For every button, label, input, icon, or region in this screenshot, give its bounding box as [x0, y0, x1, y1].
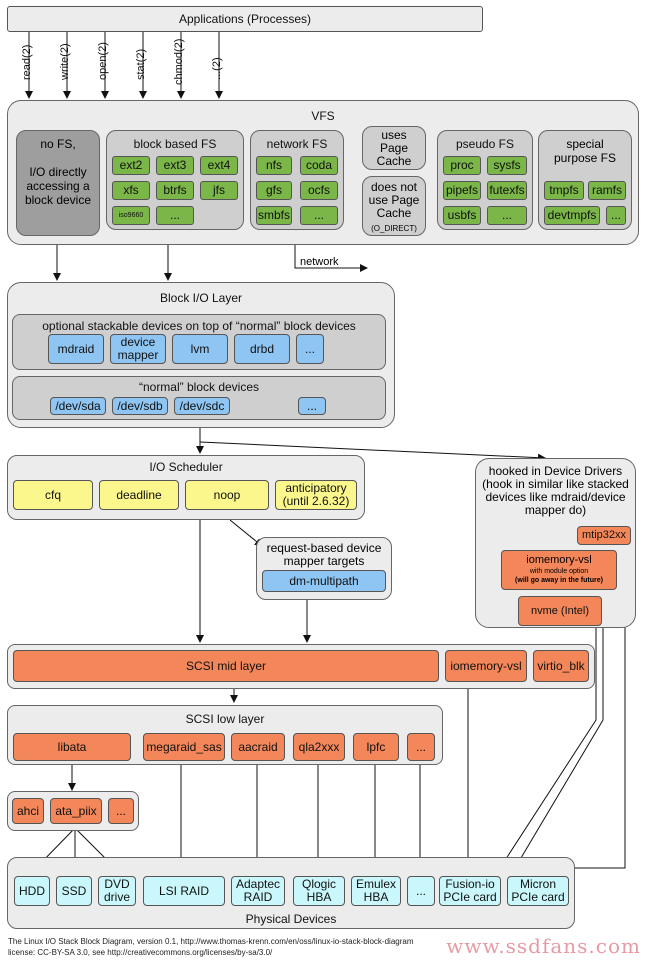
stackable-title: optional stackable devices on top of “no…	[42, 319, 356, 333]
driver-iomemory-note: with module option	[529, 568, 589, 575]
driver-nvme: nvme (Intel)	[518, 596, 602, 626]
phys-emulex-hba: Emulex HBA	[351, 876, 401, 906]
fs-tmpfs: tmpfs	[544, 181, 584, 200]
dev-normal-more: ...	[298, 397, 326, 415]
fs-network-more: ...	[300, 206, 338, 225]
phys-ssd: SSD	[56, 876, 92, 906]
driver-lpfc: lpfc	[353, 733, 399, 761]
driver-ata-more: ...	[108, 798, 134, 824]
phys-fusion-io: Fusion-io PCIe card	[439, 876, 501, 906]
device-drivers-title: hooked in Device Drivers (hook in simila…	[482, 464, 629, 517]
fs-smbfs: smbfs	[256, 206, 292, 225]
block-fs-title: block based FS	[133, 137, 217, 151]
fs-futexfs: futexfs	[487, 181, 527, 200]
network-fs-title: network FS	[266, 137, 328, 151]
dev-lvm: lvm	[172, 334, 228, 364]
driver-scsi-low-more: ...	[407, 733, 435, 761]
fs-special-more: ...	[606, 206, 626, 225]
watermark: www.ssdfans.com	[446, 934, 641, 958]
driver-mtip32xx: mtip32xx	[577, 526, 631, 545]
no-fs-panel: no FS, I/O directly accessing a block de…	[16, 130, 100, 236]
fs-nfs: nfs	[256, 156, 292, 175]
pseudo-fs-title: pseudo FS	[455, 137, 515, 151]
no-page-cache-label: does not use Page Cache	[368, 180, 420, 220]
syscall-chmod: chmod(2)	[173, 38, 185, 85]
syscall-write: write(2)	[59, 43, 71, 80]
driver-ata-piix: ata_piix	[50, 798, 102, 824]
driver-aacraid: aacraid	[231, 733, 285, 761]
sched-anticipatory: anticipatory (until 2.6.32)	[275, 480, 357, 510]
driver-iomemory-vsl: iomemory-vsl with module option (will go…	[501, 550, 617, 590]
footer-credit: The Linux I/O Stack Block Diagram, versi…	[8, 937, 414, 946]
sched-cfq: cfq	[13, 480, 93, 510]
driver-iomemory-label: iomemory-vsl	[526, 554, 592, 566]
dev-mdraid: mdraid	[48, 334, 104, 364]
fs-devtmpfs: devtmpfs	[544, 206, 600, 225]
applications-box: Applications (Processes)	[7, 6, 483, 32]
network-label: network	[300, 256, 339, 268]
dm-targets-title: request-based device mapper targets	[266, 541, 382, 568]
fs-xfs: xfs	[112, 181, 150, 200]
sched-deadline: deadline	[99, 480, 179, 510]
scsi-mid-layer: SCSI mid layer	[13, 650, 439, 682]
fs-ext4: ext4	[200, 156, 238, 175]
syscall-read: read(2)	[21, 44, 33, 80]
special-fs-title: special purpose FS	[553, 137, 617, 165]
dev-sdb: /dev/sdb	[112, 397, 168, 415]
driver-qla2xxx: qla2xxx	[293, 733, 345, 761]
fs-sysfs: sysfs	[487, 156, 527, 175]
syscall-stat: stat(2)	[135, 48, 147, 80]
block-io-title: Block I/O Layer	[159, 291, 243, 305]
vfs-title: VFS	[311, 109, 335, 123]
phys-dvd-drive: DVD drive	[98, 876, 136, 906]
fs-ocfs: ocfs	[300, 181, 338, 200]
phys-lsi-raid: LSI RAID	[143, 876, 225, 906]
driver-libata: libata	[13, 733, 131, 761]
fs-iso9660: iso9660	[112, 206, 150, 225]
normal-devices-title: “normal” block devices	[138, 380, 260, 394]
applications-label: Applications (Processes)	[178, 11, 312, 26]
fs-usbfs: usbfs	[443, 206, 481, 225]
phys-qlogic-hba: Qlogic HBA	[293, 876, 345, 906]
dm-multipath: dm-multipath	[262, 570, 386, 592]
fs-ext3: ext3	[156, 156, 194, 175]
phys-adaptec-raid: Adaptec RAID	[231, 876, 285, 906]
no-page-cache-panel: does not use Page Cache (O_DIRECT)	[362, 176, 426, 236]
scsi-mid-iomemory-vsl: iomemory-vsl	[445, 650, 527, 682]
footer-license: license: CC-BY-SA 3.0, see http://creati…	[8, 948, 273, 957]
fs-gfs: gfs	[256, 181, 292, 200]
driver-ahci: ahci	[12, 798, 44, 824]
dev-stackable-more: ...	[296, 334, 324, 364]
fs-pipefs: pipefs	[443, 181, 481, 200]
physical-devices-title: Physical Devices	[245, 912, 337, 926]
scsi-low-title: SCSI low layer	[185, 712, 265, 726]
fs-pseudo-more: ...	[487, 206, 527, 225]
dev-drbd: drbd	[234, 334, 290, 364]
fs-block-more: ...	[156, 206, 194, 225]
sched-noop: noop	[185, 480, 269, 510]
no-fs-desc: I/O directly accessing a block device	[24, 165, 92, 207]
fs-jfs: jfs	[200, 181, 238, 200]
phys-hdd: HDD	[14, 876, 50, 906]
uses-page-cache: uses Page Cache	[362, 126, 426, 170]
syscall-open: open(2)	[97, 42, 109, 80]
dev-device-mapper: device mapper	[110, 334, 166, 364]
phys-micron: Micron PCIe card	[507, 876, 569, 906]
scsi-mid-virtio-blk: virtio_blk	[533, 650, 589, 682]
fs-btrfs: btrfs	[156, 181, 194, 200]
fs-ext2: ext2	[112, 156, 150, 175]
no-fs-title: no FS,	[40, 137, 76, 151]
o-direct-note: (O_DIRECT)	[371, 224, 417, 233]
driver-megaraid-sas: megaraid_sas	[143, 733, 225, 761]
fs-coda: coda	[300, 156, 338, 175]
fs-ramfs: ramfs	[588, 181, 626, 200]
fs-proc: proc	[443, 156, 481, 175]
phys-more: ...	[407, 876, 435, 906]
dev-sdc: /dev/sdc	[174, 397, 230, 415]
syscall-more: ...(2)	[211, 57, 223, 80]
io-scheduler-title: I/O Scheduler	[149, 460, 223, 474]
dev-sda: /dev/sda	[50, 397, 106, 415]
driver-iomemory-note2: (will go away in the future)	[515, 577, 603, 584]
